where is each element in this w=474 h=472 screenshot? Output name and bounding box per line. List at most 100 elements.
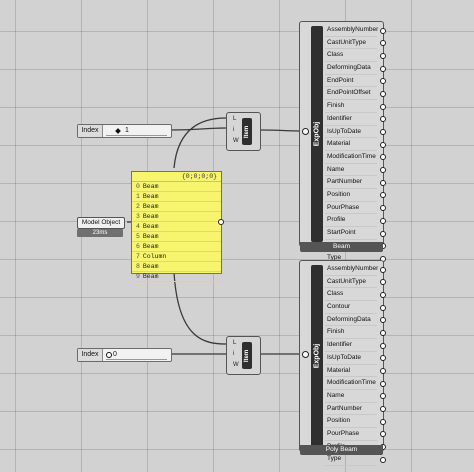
output-param[interactable]: Position — [325, 189, 386, 202]
output-param[interactable]: PourPhase — [325, 202, 386, 215]
output-param[interactable]: PartNumber — [325, 176, 386, 189]
output-grip[interactable] — [380, 116, 386, 123]
output-param[interactable]: Type — [325, 453, 386, 466]
expobj-input-grip[interactable] — [302, 128, 309, 135]
output-param-label: Profile — [327, 216, 346, 224]
output-grip[interactable] — [380, 329, 386, 336]
expobj-core: ExpObj — [311, 26, 323, 242]
output-param-label: EndPointOffset — [327, 89, 371, 97]
output-grip[interactable] — [380, 266, 386, 273]
output-param[interactable]: Name — [325, 164, 386, 177]
panel-output-grip[interactable] — [218, 219, 224, 225]
output-grip[interactable] — [380, 141, 386, 148]
output-param[interactable]: Finish — [325, 100, 386, 113]
output-grip[interactable] — [380, 217, 386, 224]
output-grip[interactable] — [380, 179, 386, 186]
output-grip[interactable] — [380, 456, 386, 463]
output-param[interactable]: DeformingData — [325, 62, 386, 75]
output-param[interactable]: PartNumber — [325, 403, 386, 416]
input-wrap[interactable]: W — [233, 362, 239, 368]
output-param[interactable]: EndPointOffset — [325, 87, 386, 101]
output-param[interactable]: Identifier — [325, 113, 386, 126]
output-param[interactable]: PourPhase — [325, 428, 386, 441]
output-grip[interactable] — [380, 205, 386, 212]
output-param[interactable]: Name — [325, 390, 386, 403]
panel-row-index: 0 — [136, 183, 140, 190]
output-param[interactable]: IsUpToDate — [325, 352, 386, 365]
output-grip[interactable] — [380, 78, 386, 85]
output-grip[interactable] — [380, 291, 386, 298]
input-index[interactable]: i — [233, 127, 235, 133]
output-param[interactable]: ModificationTime — [325, 151, 386, 164]
input-list[interactable]: L — [233, 116, 237, 122]
output-param[interactable]: Finish — [325, 326, 386, 340]
slider-track[interactable] — [106, 359, 167, 360]
output-param[interactable]: CastUnitType — [325, 276, 386, 289]
input-index[interactable]: i — [233, 351, 235, 357]
input-list[interactable]: L — [233, 340, 237, 346]
panel-row-text: Beam — [142, 263, 159, 270]
output-grip[interactable] — [380, 167, 386, 174]
expobj-input-grip[interactable] — [302, 351, 309, 358]
output-param[interactable]: IsUpToDate — [325, 126, 386, 139]
output-param[interactable]: DeformingData — [325, 314, 386, 327]
output-grip[interactable] — [380, 103, 386, 110]
output-param[interactable]: Material — [325, 365, 386, 378]
output-param[interactable]: CastUnitType — [325, 37, 386, 50]
output-grip[interactable] — [380, 279, 386, 286]
index-slider-top[interactable]: Index 1 — [77, 124, 172, 138]
output-grip[interactable] — [380, 368, 386, 374]
output-grip[interactable] — [380, 230, 386, 237]
input-wrap[interactable]: W — [233, 138, 239, 144]
output-grip[interactable] — [380, 154, 386, 161]
output-grip[interactable] — [380, 40, 386, 47]
output-grip[interactable] — [380, 304, 386, 311]
output-param[interactable]: StartPoint — [325, 227, 386, 240]
output-param-label: PartNumber — [327, 404, 363, 412]
output-grip[interactable] — [380, 65, 386, 72]
model-object-label[interactable]: Model Object — [77, 217, 125, 229]
model-object-timer: 23ms — [77, 229, 123, 237]
output-grip[interactable] — [380, 418, 386, 425]
output-param[interactable]: EndPoint — [325, 75, 386, 88]
output-param[interactable]: ModificationTime — [325, 377, 386, 390]
wire-panel-to-item-bottom — [173, 271, 227, 345]
output-param[interactable]: AssemblyNumber — [325, 24, 386, 37]
slider-track[interactable] — [106, 135, 167, 136]
index-slider-bottom[interactable]: Index 0 — [77, 348, 172, 362]
list-item-component-top[interactable]: L i W Item — [226, 112, 261, 151]
output-grip[interactable] — [380, 52, 386, 59]
output-param[interactable]: Profile — [325, 214, 386, 227]
panel-row-text: Beam — [142, 233, 159, 240]
output-param[interactable]: AssemblyNumber — [325, 263, 386, 276]
output-param[interactable]: Identifier — [325, 339, 386, 352]
output-grip[interactable] — [380, 406, 386, 413]
output-grip[interactable] — [380, 380, 386, 387]
list-item-component-bottom[interactable]: L i W Item — [226, 336, 261, 375]
output-grip[interactable] — [380, 27, 386, 34]
output-grip[interactable] — [380, 393, 386, 400]
output-grip[interactable] — [380, 342, 386, 349]
slider-value: 1 — [125, 127, 129, 134]
output-grip[interactable] — [380, 355, 386, 362]
output-param-label: Name — [327, 391, 345, 399]
output-grip[interactable] — [380, 431, 386, 438]
output-grip[interactable] — [380, 317, 386, 324]
output-grip[interactable] — [380, 90, 386, 97]
output-grip[interactable] — [380, 129, 386, 135]
model-object-param[interactable]: Model Object 23ms — [70, 217, 130, 239]
output-param[interactable]: Class — [325, 288, 386, 302]
output-param[interactable]: Class — [325, 49, 386, 63]
output-param[interactable]: Material — [325, 138, 386, 151]
output-grip[interactable] — [380, 192, 386, 199]
output-param[interactable]: Contour — [325, 301, 386, 314]
output-param[interactable]: Position — [325, 415, 386, 428]
expobj-core: ExpObj — [311, 265, 323, 447]
